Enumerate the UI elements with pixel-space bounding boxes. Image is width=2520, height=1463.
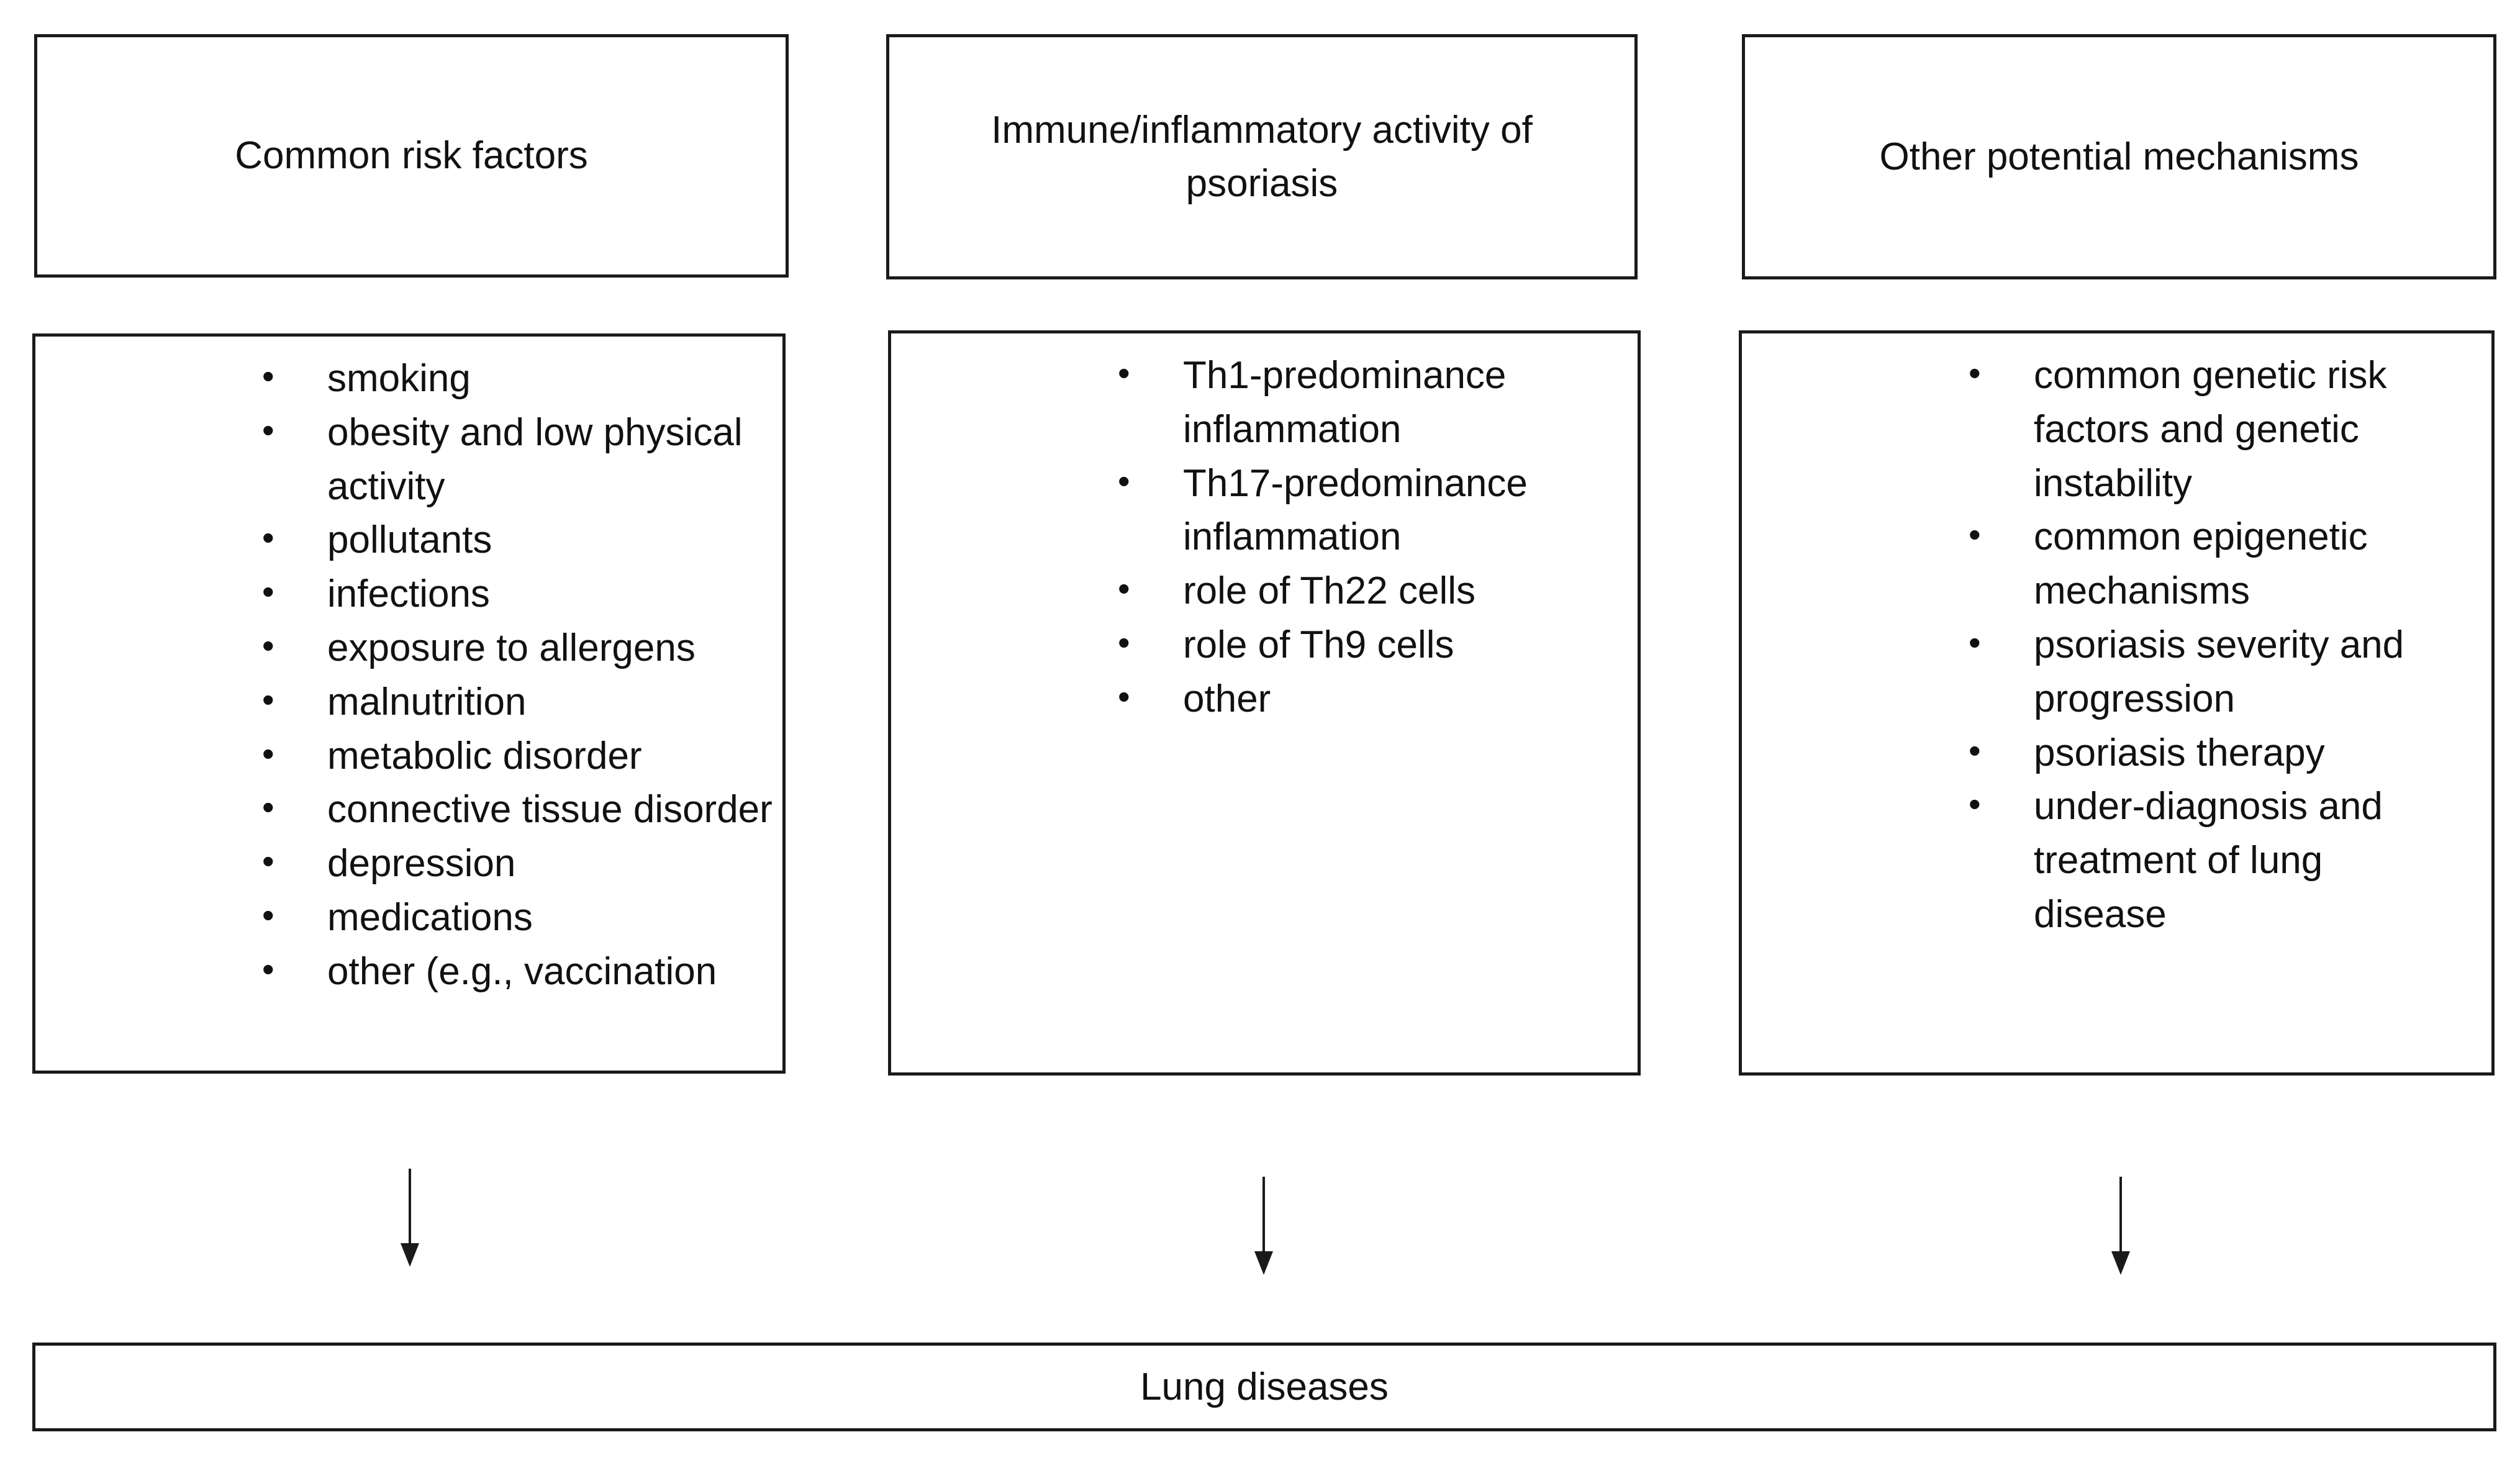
header-immune-line2: psoriasis bbox=[1185, 161, 1338, 205]
list-item: under-diagnosis and treatment of lung di… bbox=[1969, 780, 2441, 941]
list-item: Th17-predominance inflammation bbox=[1118, 457, 1590, 565]
arrow-down-icon bbox=[1254, 1177, 1273, 1275]
immune-activity-list: Th1-predominance inflammation Th17-predo… bbox=[1118, 349, 1590, 727]
list-item: Th1-predominance inflammation bbox=[1118, 349, 1590, 457]
header-immune-inflammatory: Immune/inflammatory activity of psoriasi… bbox=[886, 34, 1638, 279]
list-box-risk-factors: smoking obesity and low physical activit… bbox=[32, 333, 786, 1074]
header-other-mechanisms-text: Other potential mechanisms bbox=[1879, 135, 2359, 178]
list-item: exposure to allergens bbox=[262, 622, 777, 676]
list-box-immune-activity: Th1-predominance inflammation Th17-predo… bbox=[888, 330, 1641, 1076]
other-mechanisms-list: common genetic risk factors and genetic … bbox=[1969, 349, 2441, 942]
list-item: role of Th22 cells bbox=[1118, 564, 1590, 618]
arrow-down-icon bbox=[401, 1169, 419, 1267]
outcome-text: Lung diseases bbox=[1140, 1366, 1389, 1408]
header-immune-line1: Immune/inflammatory activity of bbox=[991, 108, 1533, 152]
list-item: psoriasis severity and progression bbox=[1969, 618, 2441, 727]
list-item: role of Th9 cells bbox=[1118, 618, 1590, 673]
risk-factors-list: smoking obesity and low physical activit… bbox=[262, 352, 777, 999]
list-item: smoking bbox=[262, 352, 777, 406]
list-item: other bbox=[1118, 673, 1590, 727]
list-box-other-mechanisms: common genetic risk factors and genetic … bbox=[1739, 330, 2495, 1076]
list-item: other (e.g., vaccination bbox=[262, 945, 777, 999]
arrow-down-icon bbox=[2111, 1177, 2130, 1275]
list-item: depression bbox=[262, 837, 777, 891]
list-item: infections bbox=[262, 568, 777, 622]
list-item: obesity and low physical activity bbox=[262, 406, 777, 514]
list-item: common epigenetic mechanisms bbox=[1969, 510, 2441, 618]
list-item: pollutants bbox=[262, 514, 777, 568]
list-item: malnutrition bbox=[262, 676, 777, 730]
outcome-lung-diseases: Lung diseases bbox=[32, 1343, 2496, 1431]
header-other-mechanisms: Other potential mechanisms bbox=[1742, 34, 2496, 279]
list-item: connective tissue disorder bbox=[262, 783, 777, 837]
list-item: common genetic risk factors and genetic … bbox=[1969, 349, 2441, 510]
header-common-risk-factors-text: Common risk factors bbox=[235, 134, 588, 178]
header-common-risk-factors: Common risk factors bbox=[34, 34, 789, 278]
list-item: psoriasis therapy bbox=[1969, 727, 2441, 781]
list-item: metabolic disorder bbox=[262, 730, 777, 784]
list-item: medications bbox=[262, 891, 777, 945]
